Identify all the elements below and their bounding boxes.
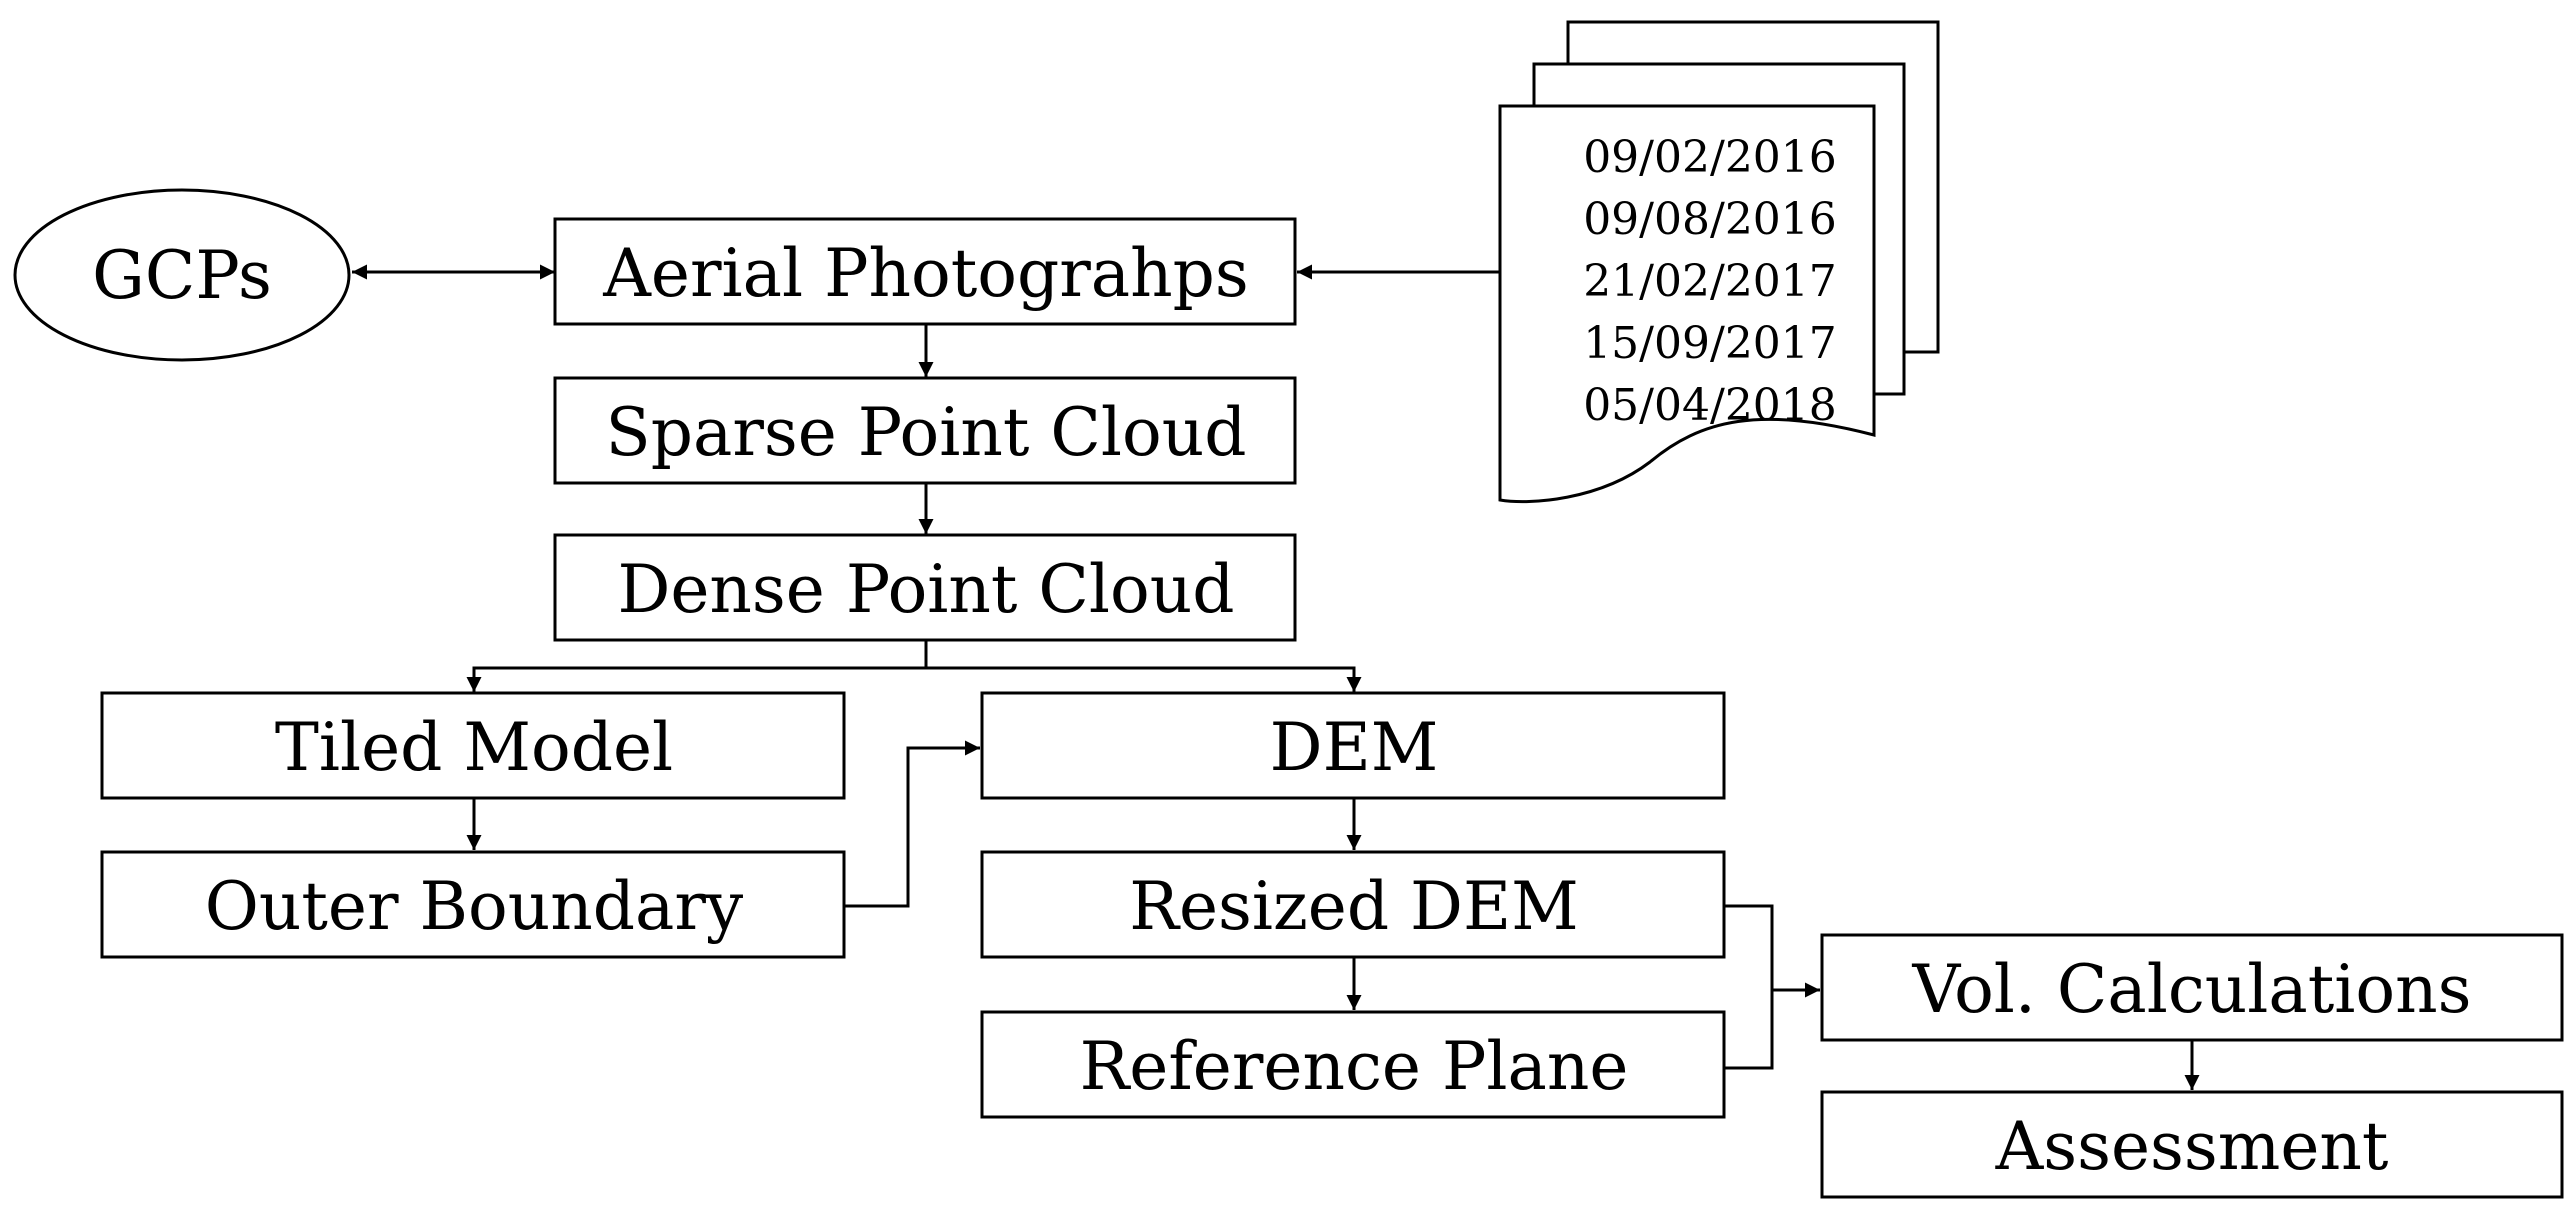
- gcps-ellipse: [13, 188, 351, 362]
- node-assessment: Assessment: [1820, 1090, 2564, 1199]
- node-dem: DEM: [980, 691, 1726, 800]
- resized-vol-connector: [1724, 904, 1774, 1070]
- aerial-photographs-label: Aerial Photograhps: [602, 235, 1249, 312]
- gcps-label: GCPs: [92, 237, 272, 314]
- node-outer-boundary: Outer Boundary: [100, 850, 846, 959]
- dates-document-stack: 09/02/2016 09/08/2016 21/02/2017 15/09/2…: [1498, 20, 1940, 504]
- date-2: 09/08/2016: [1583, 194, 1837, 245]
- node-resized-dem: Resized DEM: [980, 850, 1726, 959]
- outer-dem-connector: [845, 740, 980, 908]
- node-aerial-photographs: Aerial Photograhps: [553, 217, 1297, 326]
- date-3: 21/02/2017: [1583, 256, 1837, 307]
- dem-label: DEM: [1270, 709, 1439, 786]
- dense-dem-connector: [926, 666, 1362, 692]
- outer-boundary-label: Outer Boundary: [205, 868, 744, 945]
- document-front-sheet: [1498, 104, 1876, 504]
- node-sparse-point-cloud: Sparse Point Cloud: [553, 376, 1297, 485]
- reference-plane-label: Reference Plane: [1080, 1028, 1629, 1105]
- date-1: 09/02/2016: [1583, 132, 1837, 183]
- connectors: [352, 264, 2200, 1090]
- resized-dem-label: Resized DEM: [1129, 868, 1578, 945]
- node-dense-point-cloud: Dense Point Cloud: [553, 533, 1297, 642]
- date-4: 15/09/2017: [1583, 318, 1837, 369]
- assessment-label: Assessment: [1995, 1108, 2389, 1185]
- node-tiled-model: Tiled Model: [100, 691, 846, 800]
- tiled-model-label: Tiled Model: [275, 709, 673, 786]
- node-reference-plane: Reference Plane: [980, 1010, 1726, 1119]
- node-vol-calculations: Vol. Calculations: [1820, 933, 2564, 1042]
- node-gcps: GCPs: [13, 188, 351, 362]
- dense-point-cloud-label: Dense Point Cloud: [617, 551, 1234, 628]
- sparse-point-cloud-label: Sparse Point Cloud: [606, 394, 1247, 471]
- vol-calculations-label: Vol. Calculations: [1911, 951, 2471, 1028]
- date-5: 05/04/2018: [1583, 380, 1837, 431]
- dense-split-connector: [466, 640, 928, 692]
